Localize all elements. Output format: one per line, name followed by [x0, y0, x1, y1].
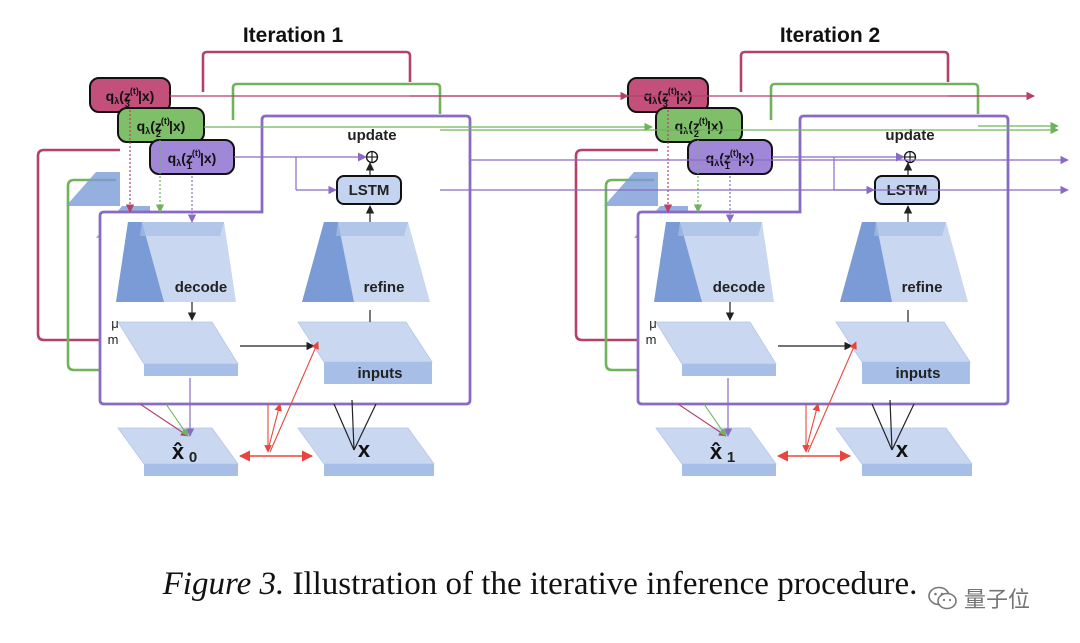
- caption-label: Figure 3.: [162, 566, 285, 602]
- green-to-xhat: [165, 403, 189, 437]
- green-latent-frame: [769, 82, 980, 120]
- watermark: 量子位: [928, 580, 1068, 616]
- red-to-xhat: [677, 403, 727, 437]
- update-label: update: [347, 127, 396, 144]
- green-frame-side: [66, 178, 116, 372]
- caption-text: Illustration of the iterative inference …: [292, 566, 918, 602]
- x-line-b: [333, 403, 355, 451]
- mean-mask-layer-edge: [144, 364, 238, 376]
- iteration-panel-2: qλ(z(t)3|x)qλ(z(t)2|x)qλ(z(t)1|x)LSTMupd…: [574, 50, 1010, 476]
- q-box-z1-label: qλ(z(t)1|x): [706, 148, 755, 171]
- x-line-b: [871, 403, 893, 451]
- inputs-label: inputs: [358, 365, 403, 382]
- q-box-z3-label: qλ(z(t)3|x): [106, 86, 155, 109]
- iteration-1-title: Iteration 1: [243, 24, 344, 47]
- refine-network-top: [874, 222, 946, 236]
- red-grad-b: [805, 403, 820, 451]
- x-line-c: [891, 403, 915, 451]
- q-box-z1-label: qλ(z(t)1|x): [168, 148, 217, 171]
- x-line-c: [353, 403, 377, 451]
- mu-label: μ: [111, 316, 119, 331]
- watermark-text: 量子位: [964, 588, 1031, 613]
- reconstruction-xhat-edge: [682, 464, 776, 476]
- lstm-label: LSTM: [349, 182, 390, 199]
- hidden-layer-hint: [66, 172, 120, 206]
- inputs-layer-edge: [862, 362, 970, 384]
- inputs-layer-edge: [324, 362, 432, 384]
- decode-network-shade: [654, 222, 702, 302]
- red-grad-c: [807, 341, 857, 453]
- input-image-x-edge: [862, 464, 972, 476]
- green-frame-side: [604, 178, 654, 372]
- red-frame-side: [36, 148, 120, 342]
- m-label: m: [646, 332, 657, 347]
- input-image-x-edge: [324, 464, 434, 476]
- xhat-label: x̂: [172, 439, 185, 464]
- refine-network-shade: [302, 222, 354, 302]
- iterative-inference-diagram: Iteration 1 Iteration 2 qλ(z(t)3|x) qλ(z(t)…: [36, 24, 1069, 476]
- x-label: x: [896, 437, 909, 462]
- red-latent-frame: [201, 50, 412, 92]
- xhat-subscript: 0: [189, 449, 197, 466]
- refine-label: refine: [902, 279, 943, 296]
- x-line-a: [351, 399, 355, 451]
- figure-caption: Figure 3. Illustration of the iterative …: [0, 566, 1080, 603]
- refine-label: refine: [364, 279, 405, 296]
- red-grad-c: [269, 341, 319, 453]
- red-frame-side: [574, 148, 658, 342]
- iteration-2-title: Iteration 2: [780, 24, 880, 47]
- red-grad-b: [267, 403, 282, 451]
- q-box-z2-label: qλ(z(t)2|x): [137, 116, 186, 139]
- x-label: x: [358, 437, 371, 462]
- refine-network-shade: [840, 222, 892, 302]
- reconstruction-xhat-edge: [144, 464, 238, 476]
- x-line-a: [889, 399, 893, 451]
- decode-network-shade: [116, 222, 164, 302]
- hidden-layer-hint: [604, 172, 658, 206]
- iteration-panel-1: qλ(z(t)3|x) qλ(z(t)2|x) qλ(z(t)1|x) LSTM upd…: [36, 50, 472, 476]
- red-latent-frame: [739, 50, 950, 92]
- decode-label: decode: [175, 279, 228, 296]
- wechat-icon: [928, 586, 957, 610]
- green-latent-frame: [231, 82, 442, 120]
- decode-network-top: [140, 222, 224, 236]
- mu-label: μ: [649, 316, 657, 331]
- m-label: m: [108, 332, 119, 347]
- xhat-subscript: 1: [727, 449, 735, 466]
- xhat-label: x̂: [710, 439, 723, 464]
- decode-label: decode: [713, 279, 766, 296]
- green-to-xhat: [703, 403, 727, 437]
- update-label: update: [885, 127, 934, 144]
- mean-mask-layer-edge: [682, 364, 776, 376]
- lstm-box: [336, 175, 402, 205]
- refine-network-top: [336, 222, 408, 236]
- red-to-xhat: [139, 403, 189, 437]
- decode-network-top: [678, 222, 762, 236]
- inputs-label: inputs: [896, 365, 941, 382]
